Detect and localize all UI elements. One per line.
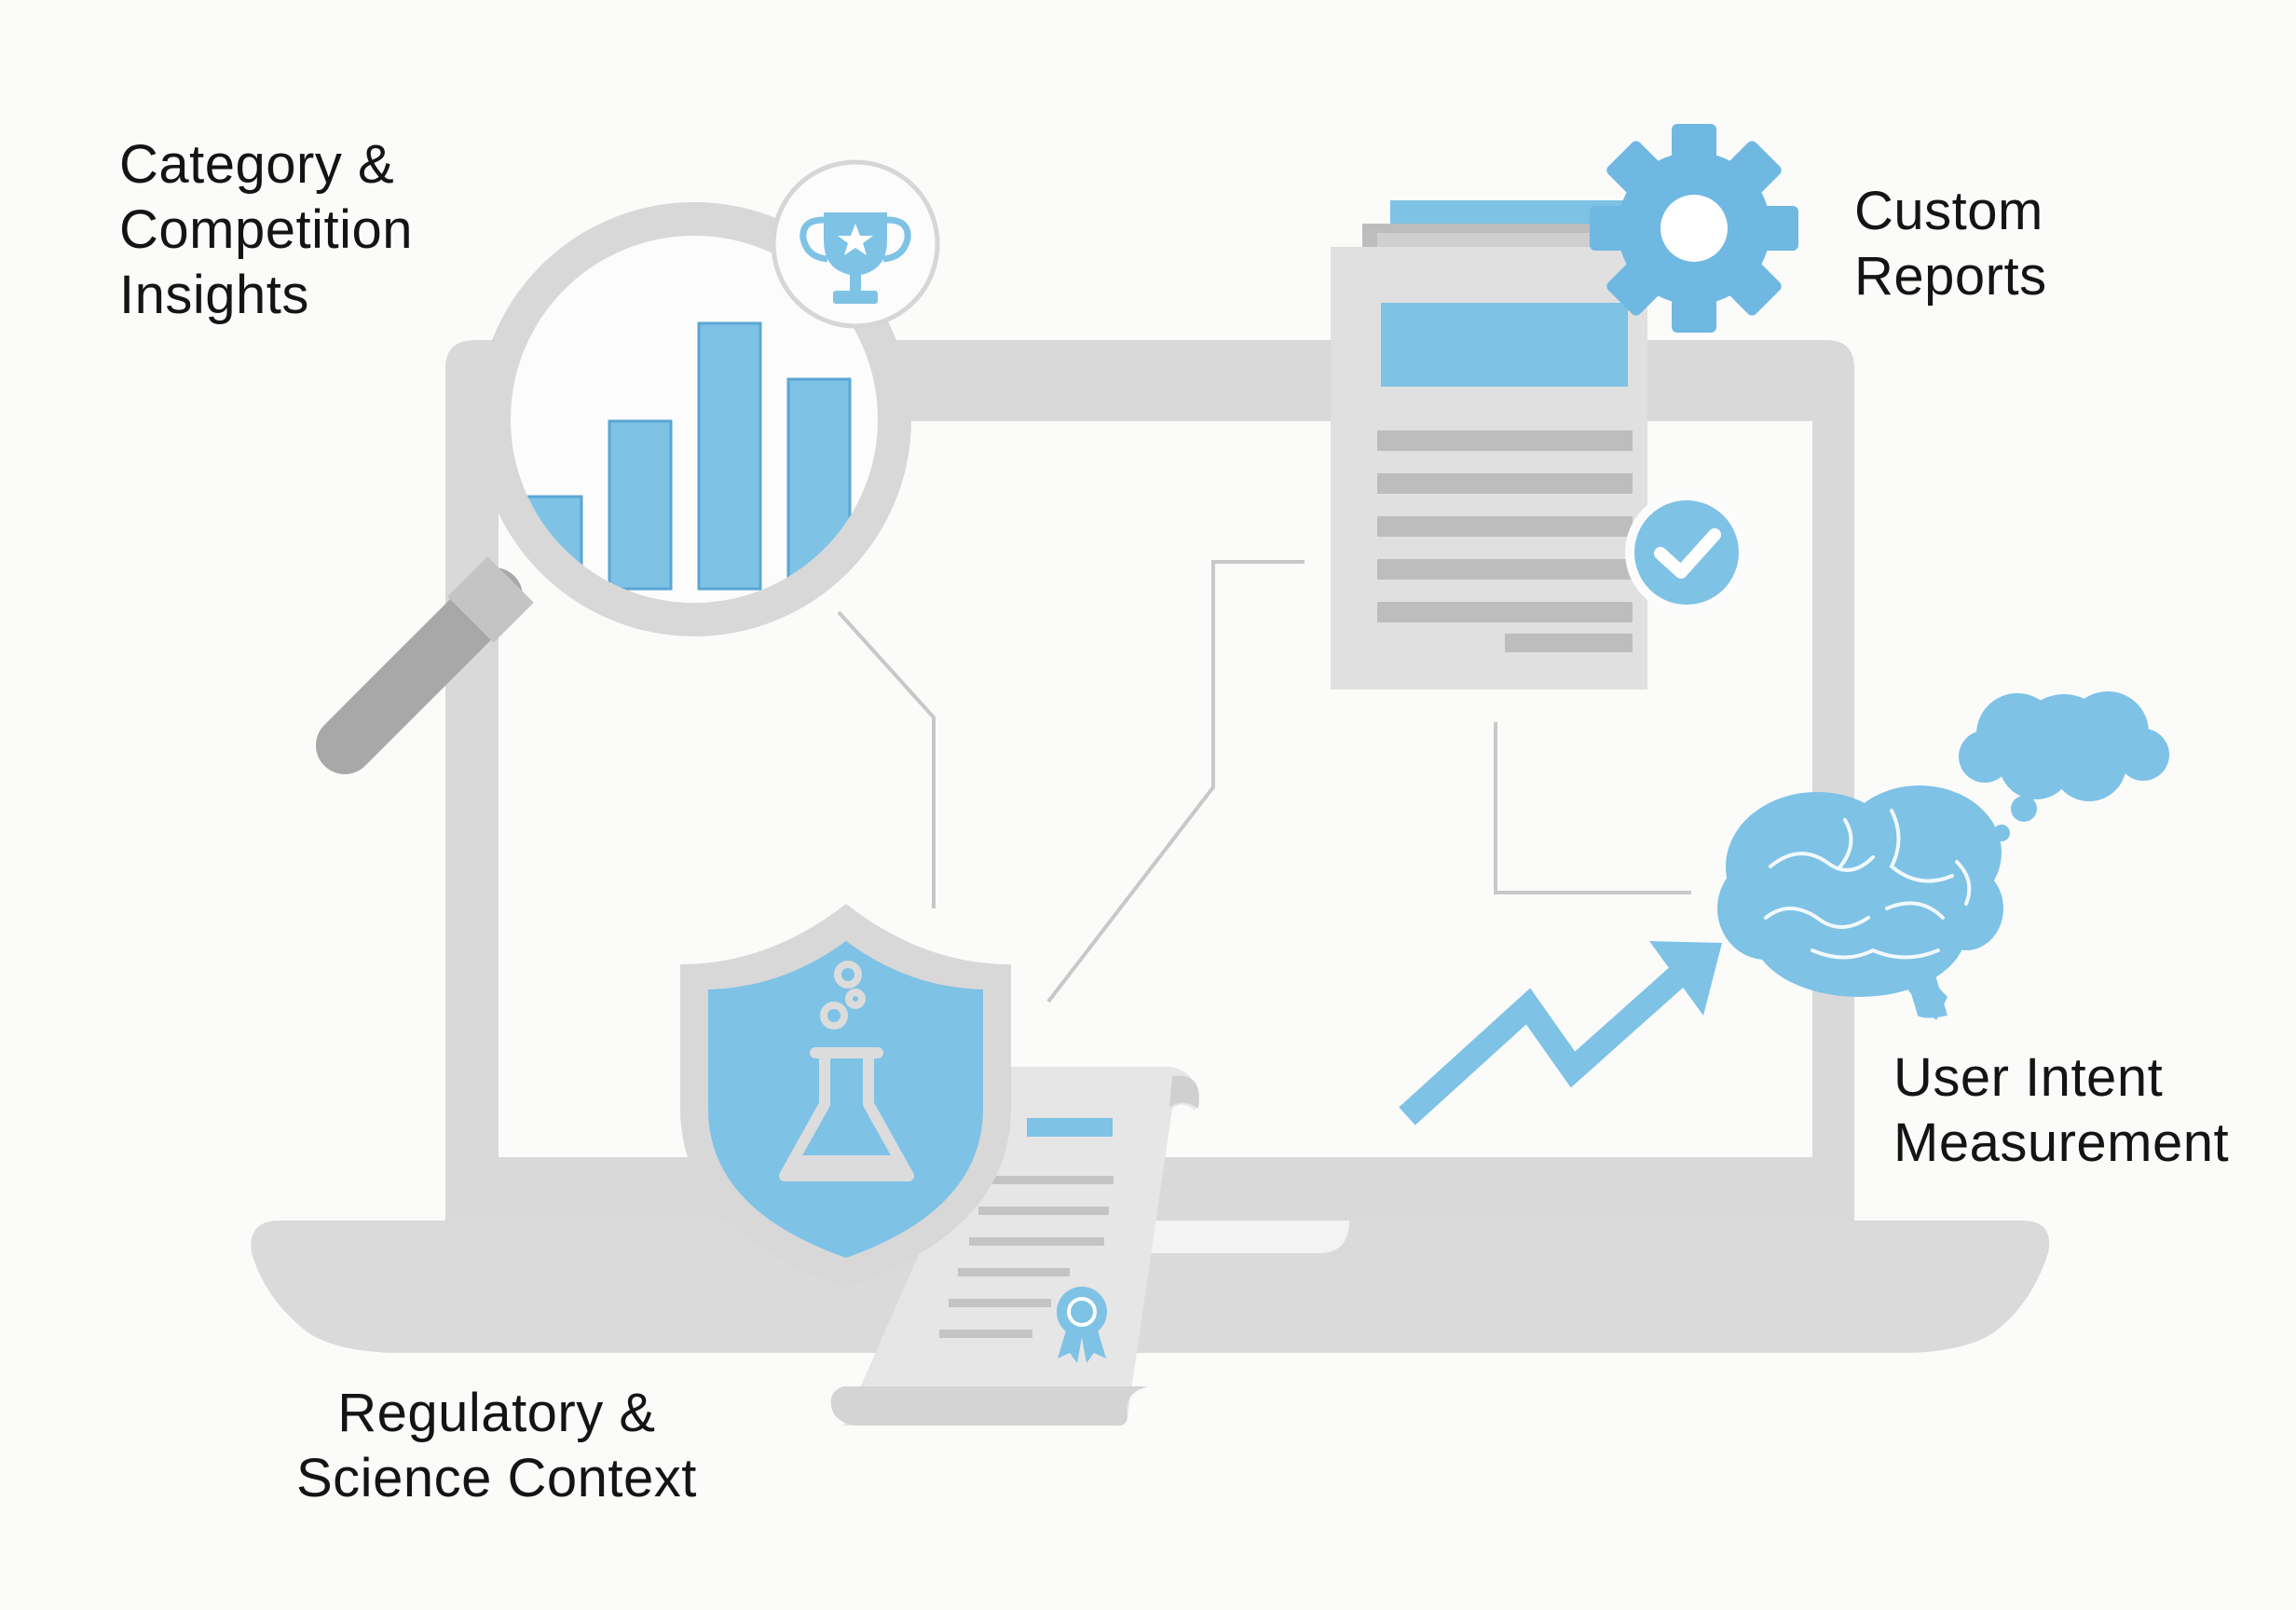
label-line: Reports — [1854, 246, 2047, 307]
label-line: Science Context — [296, 1448, 697, 1508]
label-user-intent-measurement: User Intent Measurement — [1893, 1045, 2229, 1176]
certificate-scroll-icon — [830, 1067, 1199, 1426]
thought-cloud-icon — [1959, 691, 2169, 841]
shield-flask-icon — [680, 904, 1011, 1288]
document-stack-icon — [1331, 200, 1647, 689]
brain-icon — [1717, 785, 2003, 1020]
label-category-competition-insights: Category & Competition Insights — [119, 132, 413, 328]
trophy-icon — [771, 159, 940, 329]
label-line: User Intent — [1893, 1047, 2164, 1108]
label-line: Category & — [119, 134, 395, 195]
gear-icon — [1590, 124, 1798, 333]
label-line: Measurement — [1893, 1112, 2230, 1173]
label-line: Custom — [1854, 181, 2043, 241]
label-regulatory-science-context: Regulatory & Science Context — [296, 1381, 697, 1511]
chart-bar — [697, 321, 762, 591]
label-line: Competition — [119, 199, 413, 260]
chart-bar — [608, 419, 673, 591]
check-circle-icon — [1625, 491, 1748, 614]
label-line: Regulatory & — [337, 1383, 656, 1443]
connector-lines — [837, 560, 1691, 1003]
trend-arrow-icon — [1399, 941, 1722, 1126]
label-line: Insights — [119, 265, 309, 325]
label-custom-reports: Custom Reports — [1854, 179, 2047, 309]
